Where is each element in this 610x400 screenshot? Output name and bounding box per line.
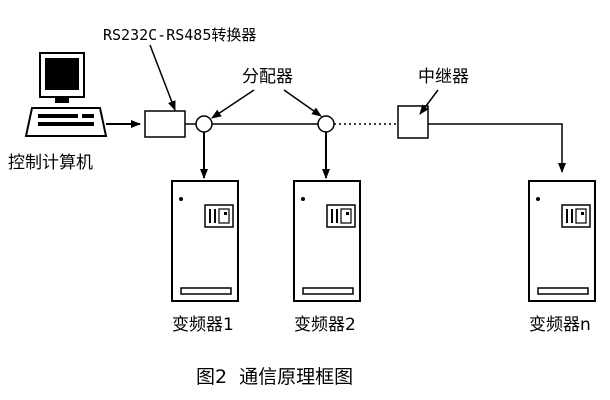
- distributor-1: [195, 115, 213, 133]
- converter-label: RS232C-RS485转换器: [103, 26, 256, 44]
- computer-label: 控制计算机: [8, 153, 93, 173]
- figure-caption: 图2 通信原理框图: [196, 366, 353, 388]
- inverter-2-label: 变频器2: [294, 315, 356, 335]
- inverter-1-label: 变频器1: [172, 315, 234, 335]
- distributor-2: [317, 115, 335, 133]
- repeater-box: [397, 105, 429, 139]
- inverter-1: [171, 180, 239, 302]
- repeater-label: 中继器: [418, 67, 469, 87]
- rs232-rs485-converter-box: [144, 110, 186, 138]
- control-computer: [24, 52, 108, 137]
- inverter-n: [528, 180, 596, 302]
- inverter-n-label: 变频器n: [529, 315, 591, 335]
- distributor-label: 分配器: [242, 67, 293, 87]
- inverter-2: [293, 180, 361, 302]
